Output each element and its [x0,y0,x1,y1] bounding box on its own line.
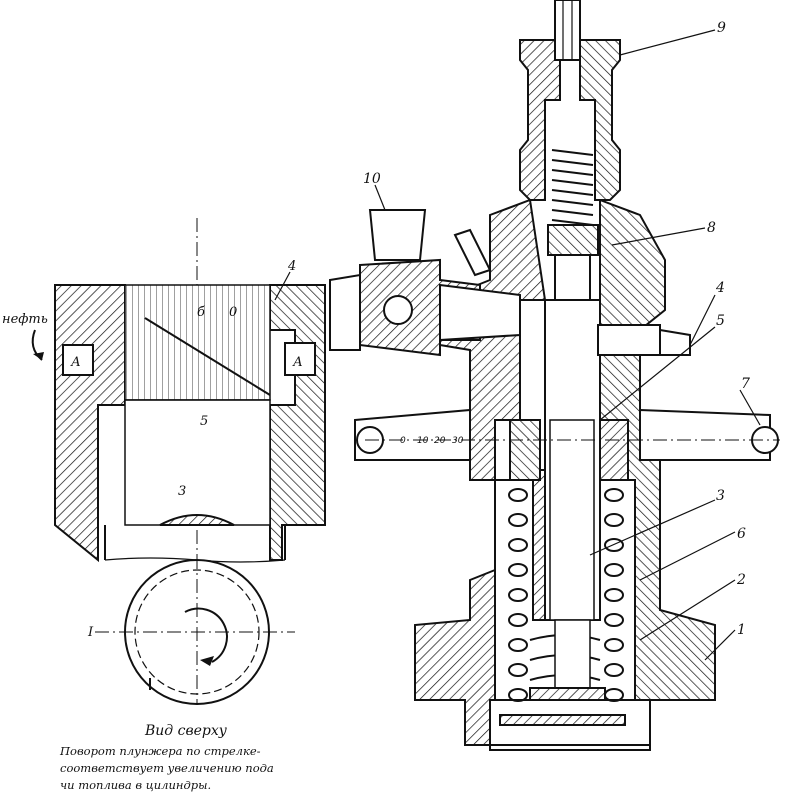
callout-3: 3 [716,488,725,504]
section-mark-label: I [87,625,94,640]
plunger-detail-section [31,218,326,563]
scale-tick-20: 20 [434,436,446,446]
pump-cross-section [329,0,780,751]
callout-2: 2 [736,572,746,588]
callout-1: 1 [737,622,746,638]
caption-line-2: соответствует увеличению пода [60,761,274,775]
callout-9: 9 [717,20,726,36]
plunger-region-b-label: б [197,305,205,320]
scale-tick-0: 0 [400,436,406,446]
port-a-left-label: А [70,355,81,370]
callout-6: 6 [737,526,746,542]
caption-line-1: Поворот плунжера по стрелке- [59,744,261,758]
top-view-circle [95,555,295,705]
callout-8: 8 [707,220,716,236]
callout-10: 10 [363,171,381,187]
callout-5: 5 [716,313,725,329]
callout-7: 7 [741,376,750,392]
port-a-right-label: А [292,355,303,370]
plunger-region-5-label: 5 [200,414,208,429]
callout-4: 4 [715,280,725,296]
oil-inlet-label: нефть [2,312,48,327]
plunger-region-zero-label: 0 [229,305,237,320]
scale-tick-30: 30 [452,436,464,446]
caption-line-3: чи топлива в цилиндры. [60,778,211,792]
plunger-region-3-label: 3 [178,484,186,499]
caption-title: Вид сверху [144,723,228,739]
detail-callout-4: 4 [287,259,296,274]
scale-tick-10: 10 [417,436,429,446]
